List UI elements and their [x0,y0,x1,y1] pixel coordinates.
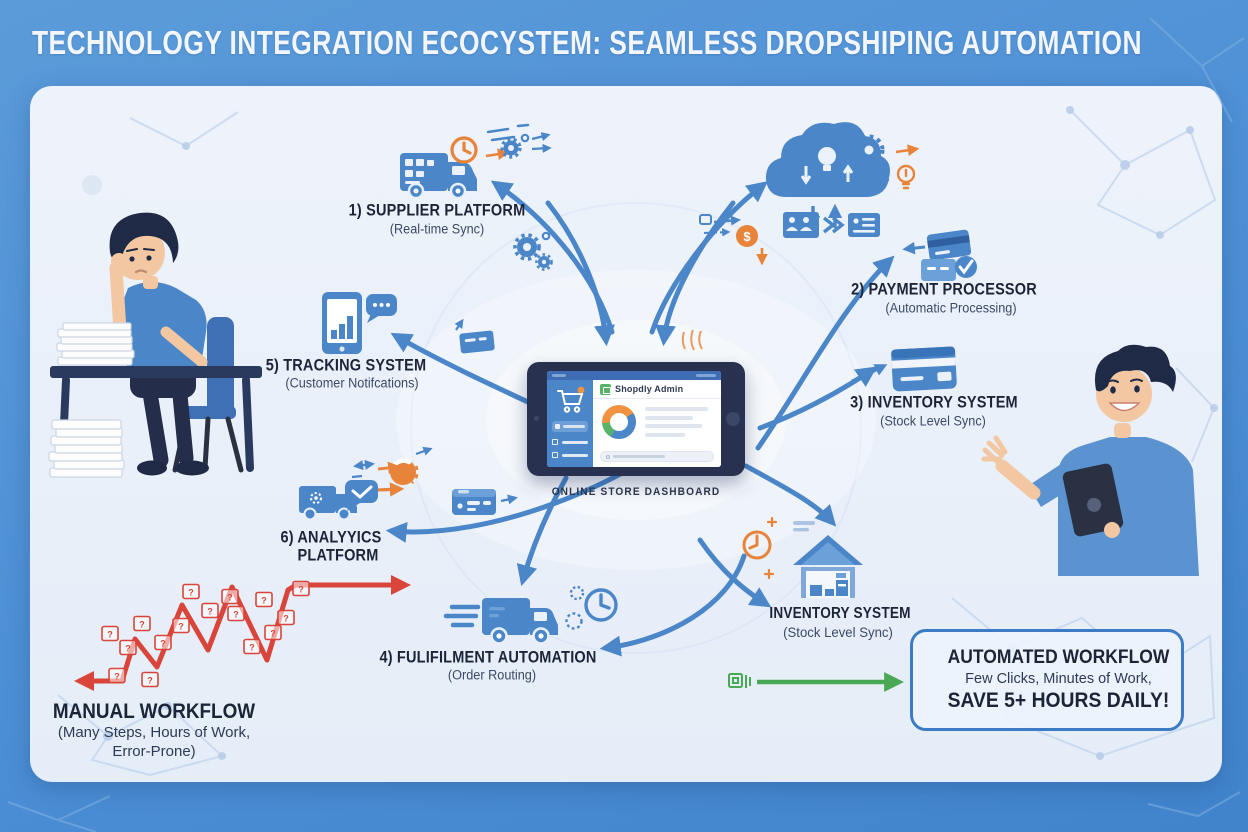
automated-workflow-line2: SAVE 5+ HOURS DAILY! [947,689,1170,712]
automated-workflow-box: AUTOMATED WORKFLOW Few Clicks, Minutes o… [910,629,1184,731]
supplier-sub: (Real-time Sync) [389,221,485,237]
browser-bar [547,371,721,380]
manual-workflow-block: MANUAL WORKFLOW (Many Steps, Hours of Wo… [28,700,280,762]
tablet-home-button [726,412,740,426]
inventory-sub: (Stock Level Sync) [880,413,986,429]
dashboard-tablet: Shopdly Admin [527,362,745,476]
warehouse-label: INVENTORY SYSTEM [769,605,911,622]
inventory-label: 3) INVENTORY SYSTEM [850,393,1018,412]
automated-workflow-title: AUTOMATED WORKFLOW [947,647,1170,668]
dashboard-caption: ONLINE STORE DASHBOARD [551,486,721,498]
fulfillment-label: 4) FULIFILMENT AUTOMATION [379,648,597,667]
manual-workflow-line2: Error-Prone) [112,742,196,760]
sidebar-item [552,452,588,458]
tablet-camera [534,416,539,421]
tracking-sub: (Customer Notifcations) [285,375,419,391]
analytics-label-line2: PLATFORM [297,546,379,565]
dashboard-stats [645,407,714,437]
analytics-label-line1: 6) ANALYYICS [280,528,382,547]
warehouse-sub: (Stock Level Sync) [783,624,893,640]
automated-workflow-line1: Few Clicks, Minutes of Work, [965,671,1152,687]
dashboard-screen: Shopdly Admin [547,371,721,467]
store-logo-icon [600,383,611,395]
payment-label: 2) PAYMENT PROCESSOR [851,280,1037,299]
sidebar-item [552,439,588,445]
manual-workflow-title: MANUAL WORKFLOW [52,700,256,723]
donut-chart [602,405,636,439]
sidebar-active-item [552,421,588,432]
tracking-label: 5) TRACKING SYSTEM [265,356,427,375]
cart-icon [557,386,585,413]
supplier-label: 1) SUPPLIER PLATFORM [348,201,526,220]
payment-sub: (Automatic Processing) [885,300,1017,316]
page-title: TECHNOLOGY INTEGRATION ECOCYSTEM: SEAMLE… [32,24,1142,61]
fulfillment-sub: (Order Routing) [447,667,537,683]
dashboard-sidebar [547,380,593,467]
manual-workflow-line1: (Many Steps, Hours of Work, [57,724,251,741]
store-brand: Shopdly Admin [615,384,684,394]
dashboard-search-bar [600,451,714,462]
